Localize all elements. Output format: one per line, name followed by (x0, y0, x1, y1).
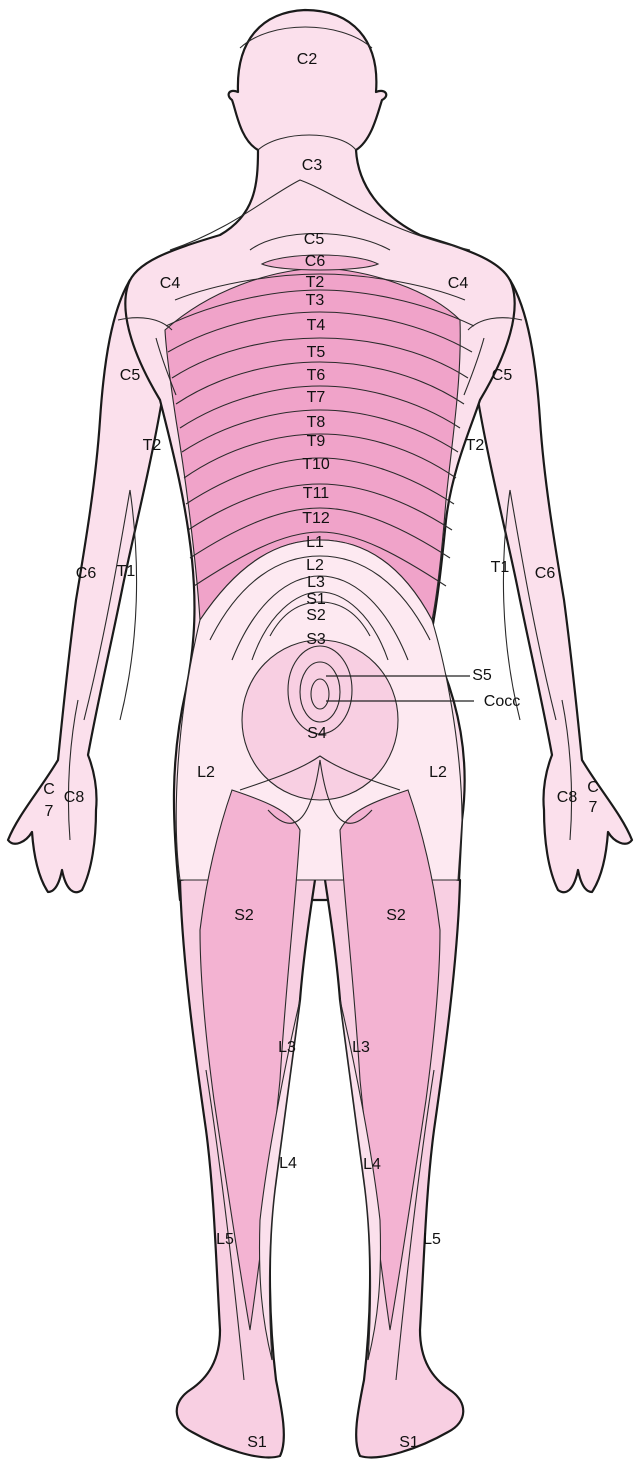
label-foot-right-s1: S1 (399, 1434, 419, 1451)
label-thigh-left-l2: L2 (197, 764, 215, 781)
label-arm-right-t2: T2 (466, 437, 485, 454)
label-hand-right-c7-c: C (587, 779, 599, 796)
label-hand-left-c7-7: 7 (45, 803, 54, 820)
label-t9: T9 (307, 433, 326, 450)
dermatome-regions (164, 254, 463, 1361)
right-arm (476, 278, 634, 894)
label-c4-right: C4 (448, 275, 469, 292)
label-cocc: Cocc (484, 693, 520, 710)
label-s2: S2 (306, 607, 326, 624)
label-c5: C5 (304, 231, 325, 248)
label-hand-left-c8: C8 (64, 789, 85, 806)
label-thigh-right-l2: L2 (429, 764, 447, 781)
label-leg-right-l4: L4 (363, 1156, 381, 1173)
label-t5: T5 (307, 344, 326, 361)
label-leg-left-s2: S2 (234, 907, 254, 924)
label-l1: L1 (306, 534, 324, 551)
label-l2: L2 (306, 557, 324, 574)
dermatome-lines (67, 26, 573, 1381)
label-s3: S3 (306, 631, 326, 648)
buttock-region (241, 639, 399, 801)
label-arm-right-t1: T1 (491, 559, 510, 576)
label-leg-left-l5: L5 (216, 1231, 234, 1248)
label-t8: T8 (307, 414, 326, 431)
label-leg-left-l4: L4 (279, 1155, 297, 1172)
l4-left-region (258, 999, 301, 1361)
label-t11: T11 (303, 485, 329, 502)
label-hand-left-c7-c: C (43, 781, 55, 798)
label-arm-left-c5: C5 (120, 367, 141, 384)
label-c3: C3 (302, 157, 323, 174)
label-arm-left-t1: T1 (117, 563, 136, 580)
s2-left-region (199, 789, 301, 1331)
c6-region (260, 254, 380, 271)
dermatome-labels: C2 C3 C4 C4 C5 C6 T2 T3 T4 T5 T6 T7 T8 T… (43, 51, 599, 1451)
label-t12: T12 (302, 510, 330, 527)
label-t6: T6 (307, 367, 326, 384)
l4-right-region (339, 999, 382, 1361)
label-foot-left-s1: S1 (247, 1434, 267, 1451)
label-leg-right-l3: L3 (352, 1039, 370, 1056)
label-s4: S4 (307, 725, 327, 742)
label-arm-right-c5: C5 (492, 367, 513, 384)
label-c6: C6 (305, 253, 326, 270)
label-leg-right-s2: S2 (386, 907, 406, 924)
label-t7: T7 (307, 389, 326, 406)
label-leg-left-l3: L3 (278, 1039, 296, 1056)
label-c2: C2 (297, 51, 318, 68)
left-arm (6, 278, 164, 894)
label-s1: S1 (306, 591, 326, 608)
leader-lines (326, 675, 474, 702)
label-l3: L3 (307, 574, 325, 591)
label-arm-right-c6: C6 (535, 565, 556, 582)
label-arm-left-c6: C6 (76, 565, 97, 582)
label-leg-right-l5: L5 (423, 1231, 441, 1248)
label-c4-left: C4 (160, 275, 181, 292)
s2-right-region (339, 789, 441, 1331)
label-hand-right-c7-7: 7 (589, 799, 598, 816)
label-hand-right-c8: C8 (557, 789, 578, 806)
label-s5: S5 (472, 667, 492, 684)
label-t10: T10 (302, 456, 330, 473)
label-t3: T3 (306, 292, 325, 309)
label-t4: T4 (307, 317, 326, 334)
label-t2: T2 (306, 274, 325, 291)
label-arm-left-t2: T2 (143, 437, 162, 454)
